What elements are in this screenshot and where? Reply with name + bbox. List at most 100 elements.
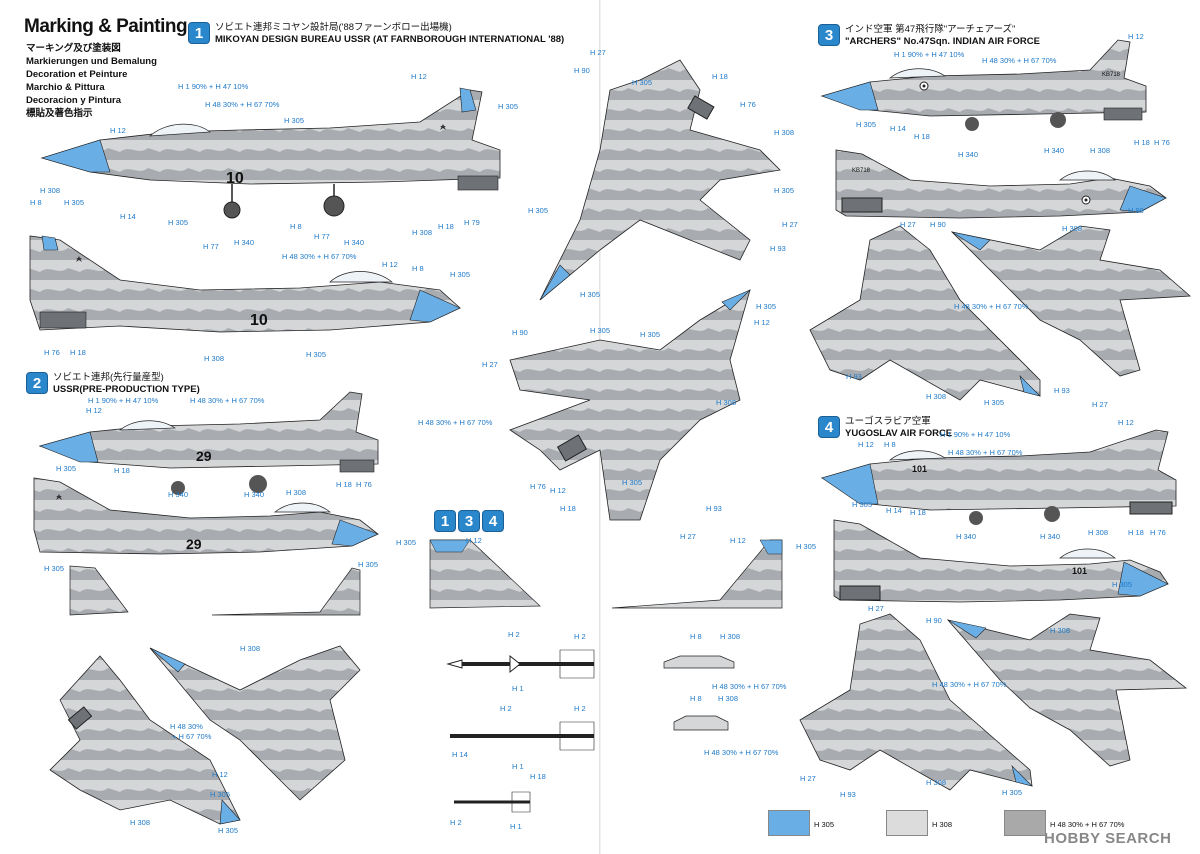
s2-top-view bbox=[149, 645, 361, 801]
legend-label-h305: H 305 bbox=[814, 820, 835, 829]
callout-label: H 305 bbox=[590, 326, 611, 335]
s1-side-profile-port bbox=[29, 235, 461, 333]
section-1-en: MIKOYAN DESIGN BUREAU USSR (AT FARNBOROU… bbox=[215, 34, 565, 45]
callout-label: H 48 30% + H 67 70% bbox=[932, 680, 1007, 689]
subtitle-es: Decoracion y Pintura bbox=[26, 95, 122, 106]
callout-label: H 48 30% bbox=[170, 722, 203, 731]
s2-tail-number-port: 29 bbox=[186, 536, 202, 552]
callout-label: H 340 bbox=[1040, 532, 1061, 541]
callout-label: H 93 bbox=[770, 244, 786, 253]
callout-label: H 305 bbox=[358, 560, 379, 569]
callout-label: H 305 bbox=[218, 826, 239, 835]
callout-label: H 12 bbox=[1128, 32, 1144, 41]
s3-serial-starboard: KB718 bbox=[1102, 72, 1121, 78]
callout-label: H 305 bbox=[856, 120, 877, 129]
section-4-badge: 4 bbox=[818, 416, 840, 438]
legend-label-h308: H 308 bbox=[932, 820, 953, 829]
callout-label: H 8 bbox=[290, 222, 302, 231]
callout-label: H 76 bbox=[1150, 528, 1166, 537]
callout-label: H 340 bbox=[1044, 146, 1065, 155]
callout-label: H 77 bbox=[203, 242, 219, 251]
callout-label: H 18 bbox=[910, 508, 926, 517]
callout-label: H 93 bbox=[1054, 386, 1070, 395]
section-2-badge: 2 bbox=[26, 372, 48, 394]
callout-label: H 2 bbox=[574, 632, 586, 641]
callout-label: H 305 bbox=[210, 790, 231, 799]
callout-label: H 305 bbox=[984, 398, 1005, 407]
callout-label: H 305 bbox=[774, 186, 795, 195]
subtitle-list: マーキング及び塗装図 Markierungen und Bemalung Dec… bbox=[26, 42, 157, 120]
callout-label: H 1 90% + H 47 10% bbox=[940, 430, 1011, 439]
pylons bbox=[663, 655, 735, 731]
page-title: Marking & Painting bbox=[24, 16, 188, 37]
callout-label: + H 67 70% bbox=[172, 732, 212, 741]
callout-label: H 12 bbox=[550, 486, 566, 495]
missiles bbox=[446, 649, 595, 813]
section-1-heading: 1 ソビエト連邦ミコヤン設計局('88ファーンボロー出場機)MIKOYAN DE… bbox=[188, 22, 564, 46]
section-3-badge: 3 bbox=[818, 24, 840, 46]
callout-label: H 18 bbox=[560, 504, 576, 513]
callout-label: H 12 bbox=[86, 406, 102, 415]
legend-label-mix: H 48 30% + H 67 70% bbox=[1050, 820, 1125, 829]
section-2-en: USSR(PRE-PRODUCTION TYPE) bbox=[53, 384, 200, 395]
callout-label: H 18 bbox=[712, 72, 728, 81]
section-3-en: "ARCHERS" No.47Sqn. INDIAN AIR FORCE bbox=[845, 36, 1040, 47]
callout-label: H 305 bbox=[852, 500, 873, 509]
callout-label: H 305 bbox=[632, 78, 653, 87]
callout-label: H 308 bbox=[926, 392, 947, 401]
callout-label: H 76 bbox=[530, 482, 546, 491]
callout-label: H 48 30% + H 67 70% bbox=[954, 302, 1029, 311]
callout-label: H 8 bbox=[690, 632, 702, 641]
callout-label: H 305 bbox=[168, 218, 189, 227]
callout-label: H 48 30% + H 67 70% bbox=[712, 682, 787, 691]
callout-label: H 76 bbox=[1154, 138, 1170, 147]
callout-label: H 27 bbox=[782, 220, 798, 229]
callout-label: H 48 30% + H 67 70% bbox=[704, 748, 779, 757]
callout-label: H 14 bbox=[890, 124, 906, 133]
callout-label: H 308 bbox=[412, 228, 433, 237]
callout-label: H 308 bbox=[718, 694, 739, 703]
callout-label: H 2 bbox=[500, 704, 512, 713]
callout-label: H 48 30% + H 67 70% bbox=[282, 252, 357, 261]
callout-label: H 308 bbox=[130, 818, 151, 827]
callout-label: H 14 bbox=[452, 750, 468, 759]
callout-label: H 18 bbox=[1134, 138, 1150, 147]
callout-label: H 305 bbox=[756, 302, 777, 311]
callout-label: H 308 bbox=[40, 186, 61, 195]
section-4-en: YUGOSLAV AIR FORCE bbox=[845, 428, 953, 439]
s3-side-profile-port bbox=[835, 149, 1167, 219]
callout-label: H 340 bbox=[956, 532, 977, 541]
callout-label: H 305 bbox=[498, 102, 519, 111]
combo-badge-3: 3 bbox=[458, 510, 480, 532]
callout-label: H 76 bbox=[44, 348, 60, 357]
callout-label: H 48 30% + H 67 70% bbox=[190, 396, 265, 405]
section-2-heading: 2 ソビエト連邦(先行量産型)USSR(PRE-PRODUCTION TYPE) bbox=[26, 372, 200, 396]
callout-label: H 12 bbox=[411, 72, 427, 81]
section-2-jp: ソビエト連邦(先行量産型) bbox=[53, 372, 164, 383]
callout-label: H 1 bbox=[512, 762, 524, 771]
callout-label: H 90 bbox=[574, 66, 590, 75]
s2-tail-number-starboard: 29 bbox=[196, 448, 212, 464]
callout-label: H 8 bbox=[30, 198, 42, 207]
callout-label: H 308 bbox=[1062, 224, 1083, 233]
s4-side-profile-starboard bbox=[820, 429, 1177, 525]
callout-label: H 48 30% + H 67 70% bbox=[948, 448, 1023, 457]
callout-label: H 27 bbox=[868, 604, 884, 613]
section-4-jp: ユーゴスラビア空軍 bbox=[845, 416, 931, 427]
callout-label: H 308 bbox=[240, 644, 261, 653]
legend-swatch-h305 bbox=[768, 810, 810, 836]
callout-label: H 18 bbox=[530, 772, 546, 781]
center-tail-fins bbox=[429, 539, 783, 609]
legend-swatch-h308 bbox=[886, 810, 928, 836]
callout-label: H 1 90% + H 47 10% bbox=[88, 396, 159, 405]
callout-label: H 308 bbox=[286, 488, 307, 497]
s4-tail-number-port: 101 bbox=[1072, 566, 1088, 576]
center-top-view bbox=[539, 59, 781, 301]
callout-label: H 305 bbox=[640, 330, 661, 339]
callout-label: H 305 bbox=[622, 478, 643, 487]
s3-serial-port: KB718 bbox=[852, 168, 871, 174]
callout-label: H 340 bbox=[168, 490, 189, 499]
callout-label: H 8 bbox=[884, 440, 896, 449]
watermark: HOBBY SEARCH bbox=[1044, 830, 1172, 847]
s1-tail-number-port: 10 bbox=[250, 312, 268, 329]
